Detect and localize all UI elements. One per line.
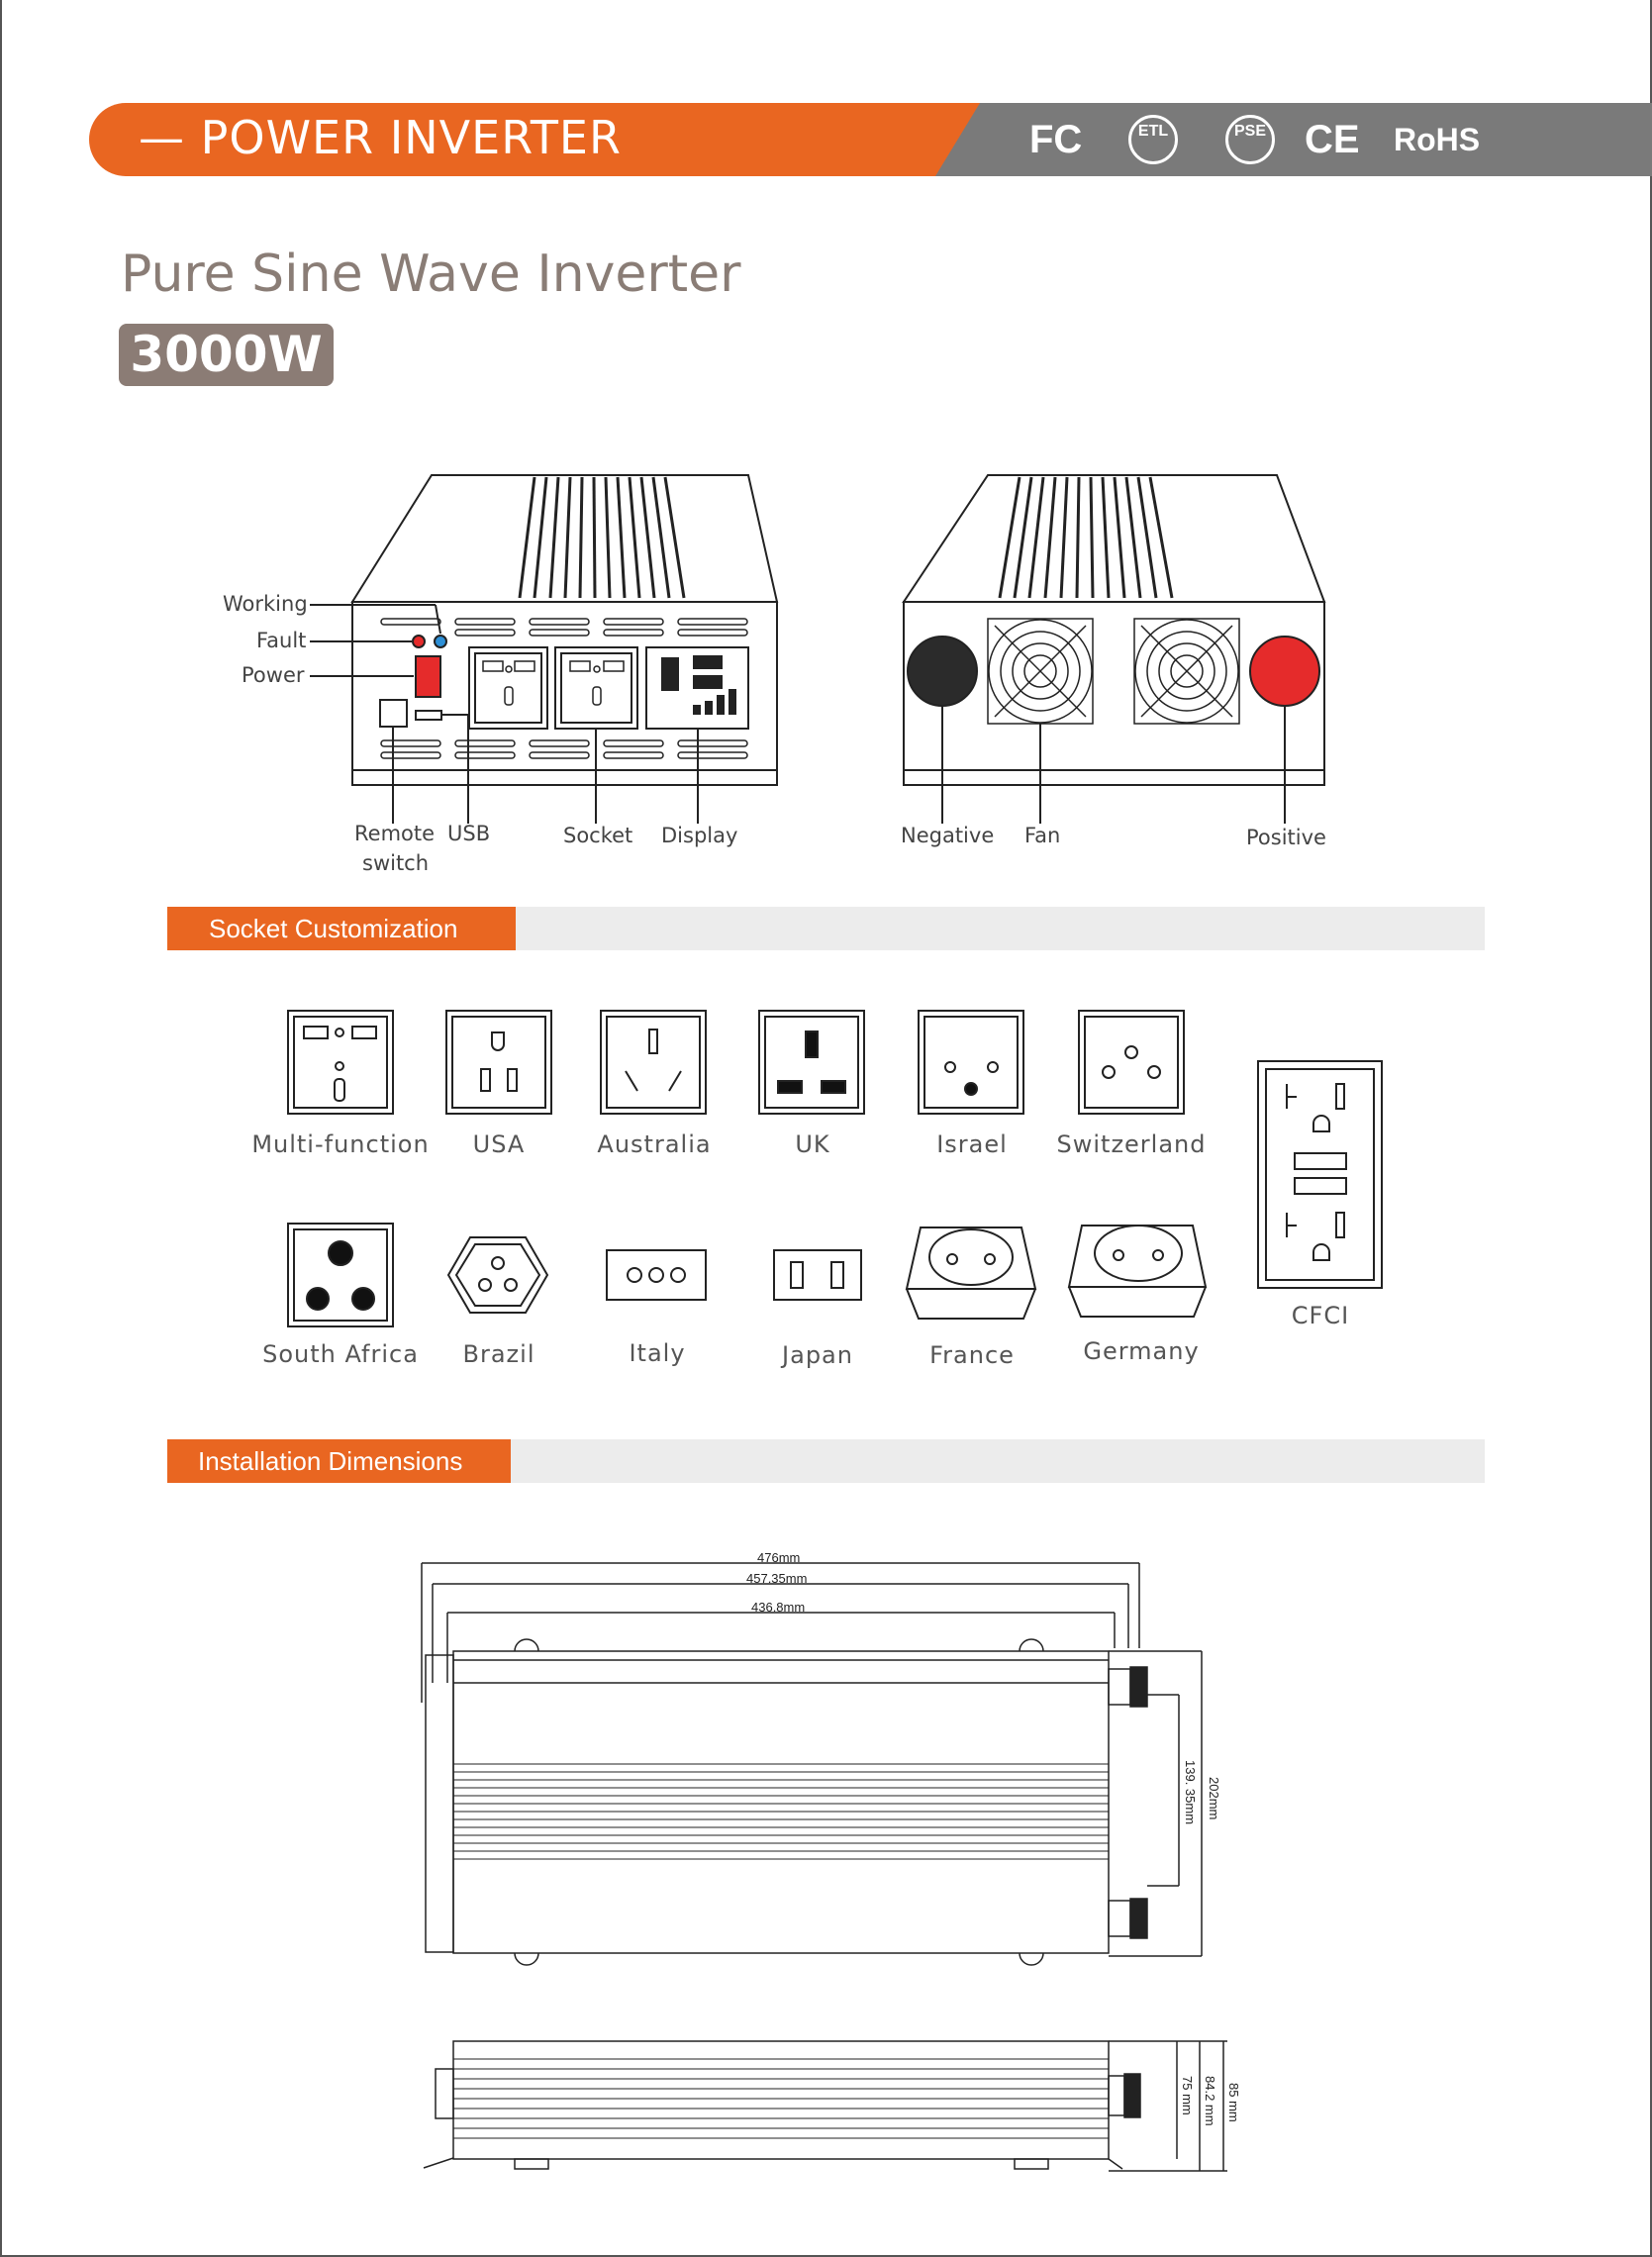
power-switch xyxy=(415,655,441,698)
socket-label: Brazil xyxy=(462,1340,535,1368)
usb-port xyxy=(415,710,442,721)
product-subtitle: Pure Sine Wave Inverter xyxy=(121,245,741,304)
power-rating-badge: 3000W xyxy=(119,324,334,386)
fault-led xyxy=(412,635,426,648)
working-led xyxy=(434,635,447,648)
section-title: Installation Dimensions xyxy=(167,1439,511,1483)
remote-port xyxy=(379,699,408,728)
socket-label: Germany xyxy=(1083,1337,1200,1365)
dim-476: 476mm xyxy=(757,1550,801,1565)
rohs-logo: RoHS xyxy=(1394,122,1481,157)
socket-label-cfci: CFCI xyxy=(1291,1302,1350,1329)
dim-85: 85 mm xyxy=(1226,2083,1241,2122)
label-usb: USB xyxy=(447,822,491,845)
positive-terminal xyxy=(1249,636,1320,707)
side-view-dimension-drawing xyxy=(423,2040,1227,2172)
dim-84: 84.2 mm xyxy=(1203,2076,1217,2126)
socket-label: Italy xyxy=(629,1339,686,1367)
pse-logo: PSE xyxy=(1225,115,1275,164)
socket-label: Switzerland xyxy=(1056,1130,1207,1158)
section-title: Socket Customization xyxy=(167,907,516,950)
header-bar-orange xyxy=(89,103,980,176)
dim-75: 75 mm xyxy=(1180,2076,1195,2115)
socket-customization-bar: Socket Customization xyxy=(167,907,1485,950)
label-socket: Socket xyxy=(563,824,633,847)
socket-label: Japan xyxy=(782,1341,853,1369)
label-remote-switch: switch xyxy=(362,851,430,875)
ce-logo: CE xyxy=(1305,118,1360,161)
dim-139: 139. 35mm xyxy=(1183,1760,1198,1825)
socket-icons xyxy=(287,1010,1383,1327)
fans xyxy=(987,618,1240,725)
label-fan: Fan xyxy=(1024,824,1061,847)
etl-logo: ETL xyxy=(1128,115,1178,164)
label-negative: Negative xyxy=(901,824,995,847)
back-view-drawing xyxy=(902,474,1326,824)
label-display: Display xyxy=(661,824,738,847)
socket-label: Multi-function xyxy=(251,1130,430,1158)
label-remote: Remote xyxy=(354,822,436,845)
top-view-dimension-drawing xyxy=(421,1562,1203,1966)
socket-label: USA xyxy=(472,1130,526,1158)
header-title: — POWER INVERTER xyxy=(139,111,622,164)
dim-436: 436.8mm xyxy=(751,1600,806,1615)
socket-label: Australia xyxy=(597,1130,712,1158)
label-positive: Positive xyxy=(1246,826,1326,849)
fcc-logo: FC xyxy=(1029,118,1083,161)
label-working: Working xyxy=(223,592,308,616)
label-power: Power xyxy=(242,663,305,687)
socket-label: South Africa xyxy=(262,1340,419,1368)
label-fault: Fault xyxy=(256,629,307,652)
front-view-drawing xyxy=(310,474,779,824)
installation-dimensions-bar: Installation Dimensions xyxy=(167,1439,1485,1483)
socket-label: France xyxy=(929,1341,1015,1369)
negative-terminal xyxy=(907,636,978,707)
socket-label: Israel xyxy=(936,1130,1008,1158)
dim-457: 457.35mm xyxy=(746,1571,808,1586)
dim-202: 202mm xyxy=(1207,1777,1221,1820)
socket-label: UK xyxy=(795,1130,830,1158)
